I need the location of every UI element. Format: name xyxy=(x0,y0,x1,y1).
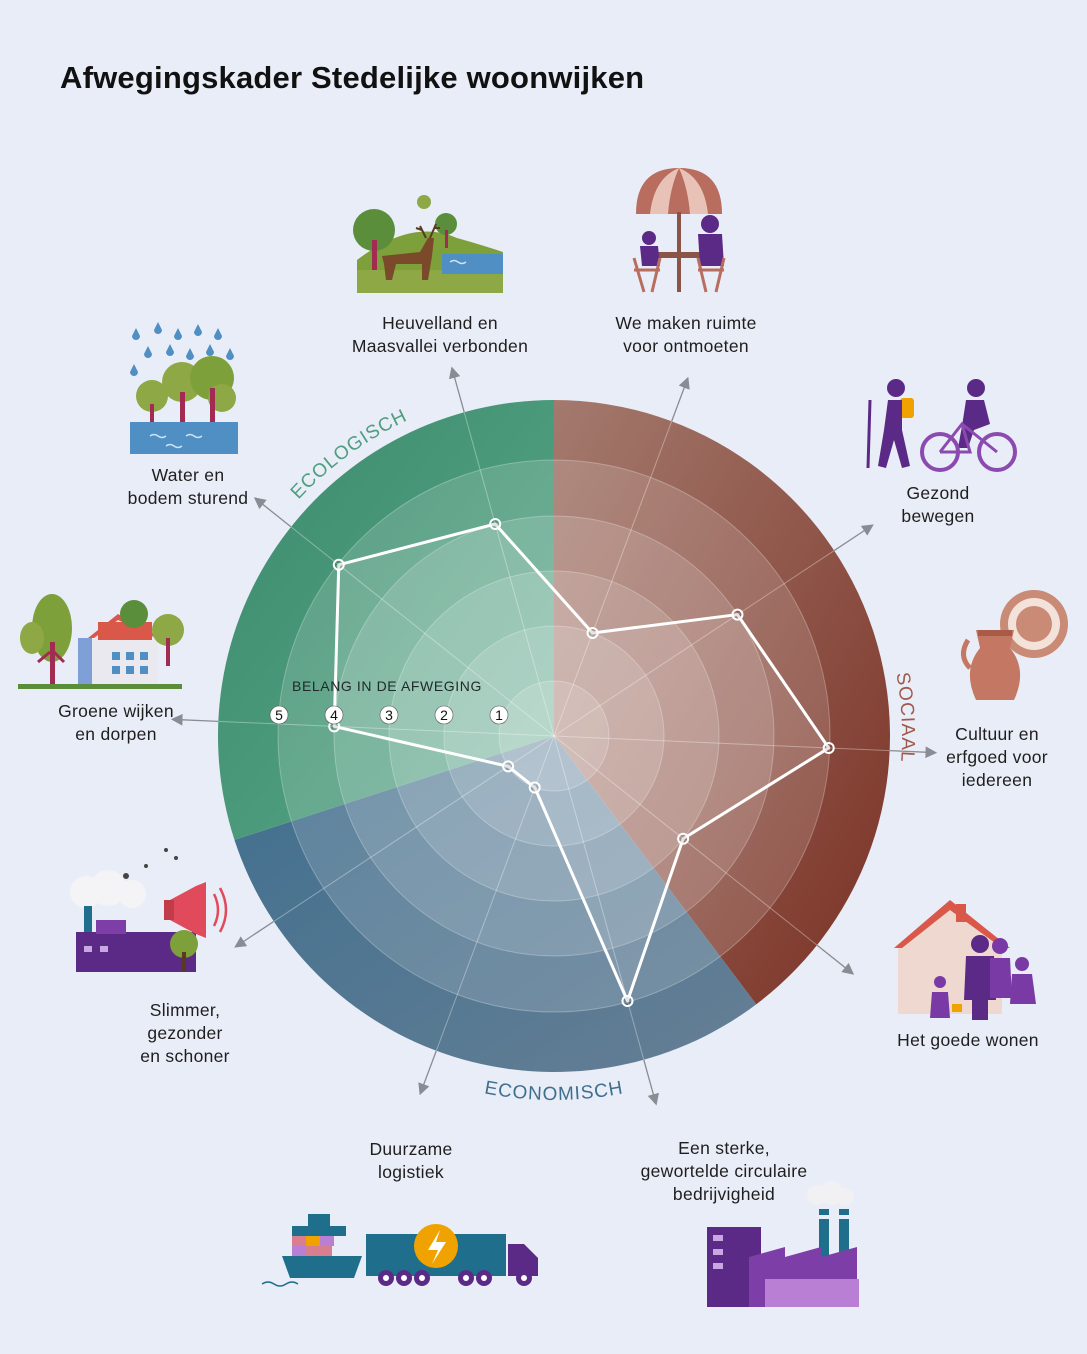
family-house-icon xyxy=(894,900,1036,1020)
cafe-umbrella-icon xyxy=(632,168,726,293)
scale-tick-1: 1 xyxy=(489,705,509,725)
sector-sociaal xyxy=(554,400,891,1005)
label-bewegen: Gezond bewegen xyxy=(901,483,975,526)
label-slimmer: Slimmer, gezonder en schoner xyxy=(140,1000,230,1066)
sector-ecologisch xyxy=(217,400,554,840)
axis-arrow-7 xyxy=(234,920,275,948)
pollution-megaphone-icon xyxy=(70,848,228,972)
axis-arrow-2 xyxy=(833,524,874,552)
value-point-4 xyxy=(677,832,690,845)
axis-line-2 xyxy=(553,550,835,737)
axis-arrow-10 xyxy=(449,366,465,413)
value-point-9 xyxy=(332,558,345,571)
value-point-5 xyxy=(621,994,634,1007)
page-title: Afwegingskader Stedelijke woonwijken xyxy=(60,60,645,95)
axis-line-8 xyxy=(218,720,555,737)
axis-line-10 xyxy=(463,412,555,737)
label-circulair: Een sterke, gewortelde circulaire bedrij… xyxy=(640,1138,808,1204)
axis-arrow-1 xyxy=(671,376,690,422)
svg-text:1: 1 xyxy=(495,707,503,723)
axis-arrow-8 xyxy=(170,713,219,726)
label-water: Water en bodem sturend xyxy=(127,465,249,508)
label-cultuur: Cultuur en erfgoed voor iedereen xyxy=(946,724,1048,790)
scale-tick-4: 4 xyxy=(324,705,344,725)
axis-arrow-9 xyxy=(253,497,292,528)
trees-house-icon xyxy=(18,594,184,689)
radar-values xyxy=(328,518,835,1007)
scale-tick-2: 2 xyxy=(434,705,454,725)
label-logistiek: Duurzame logistiek xyxy=(369,1139,453,1182)
value-point-10 xyxy=(489,518,502,531)
label-wonen: Het goede wonen xyxy=(897,1030,1039,1050)
axis-arrow-6 xyxy=(418,1050,437,1096)
value-point-1 xyxy=(586,626,599,639)
factory-icon xyxy=(707,1181,859,1307)
svg-text:2: 2 xyxy=(440,707,448,723)
ring-2 xyxy=(443,625,665,847)
svg-text:3: 3 xyxy=(385,707,393,723)
axis-line-4 xyxy=(553,735,818,946)
value-point-6 xyxy=(528,781,541,794)
pottery-coin-icon xyxy=(961,590,1068,700)
ring-5 xyxy=(277,459,831,1013)
section-label-economisch: ECONOMISCH xyxy=(483,1077,625,1105)
ring-1 xyxy=(498,680,610,792)
scale-tick-3: 3 xyxy=(379,705,399,725)
ship-truck-icon xyxy=(261,1214,538,1287)
radar-rings xyxy=(277,459,831,1013)
label-heuvelland: Heuvelland en Maasvallei verbonden xyxy=(351,313,529,356)
scale-title: BELANG IN DE AFWEGING xyxy=(292,678,482,694)
value-point-2 xyxy=(731,608,744,621)
value-point-3 xyxy=(822,741,835,754)
rain-trees-icon xyxy=(130,322,238,454)
ring-3 xyxy=(388,570,720,902)
axis-arrow-4 xyxy=(816,944,855,975)
hiker-cyclist-icon xyxy=(866,379,1017,472)
svg-text:5: 5 xyxy=(275,707,283,723)
scale-ticks: 5 4 3 2 1 xyxy=(269,705,509,725)
sector-economisch xyxy=(234,736,757,1073)
section-label-sociaal: SOCIAAL xyxy=(891,671,918,764)
deer-landscape-icon xyxy=(353,195,503,293)
value-polygon xyxy=(332,522,831,1003)
scale-tick-5: 5 xyxy=(269,705,289,725)
axis-line-1 xyxy=(553,421,673,737)
radar-sectors xyxy=(217,400,891,1073)
label-groene: Groene wijken en dorpen xyxy=(58,701,174,744)
label-ontmoeten: We maken ruimte voor ontmoeten xyxy=(615,313,757,356)
axis-arrow-3 xyxy=(889,746,938,759)
value-point-7 xyxy=(502,760,515,773)
axis-arrow-5 xyxy=(643,1059,659,1106)
svg-text:4: 4 xyxy=(330,707,338,723)
ring-4 xyxy=(333,515,775,957)
